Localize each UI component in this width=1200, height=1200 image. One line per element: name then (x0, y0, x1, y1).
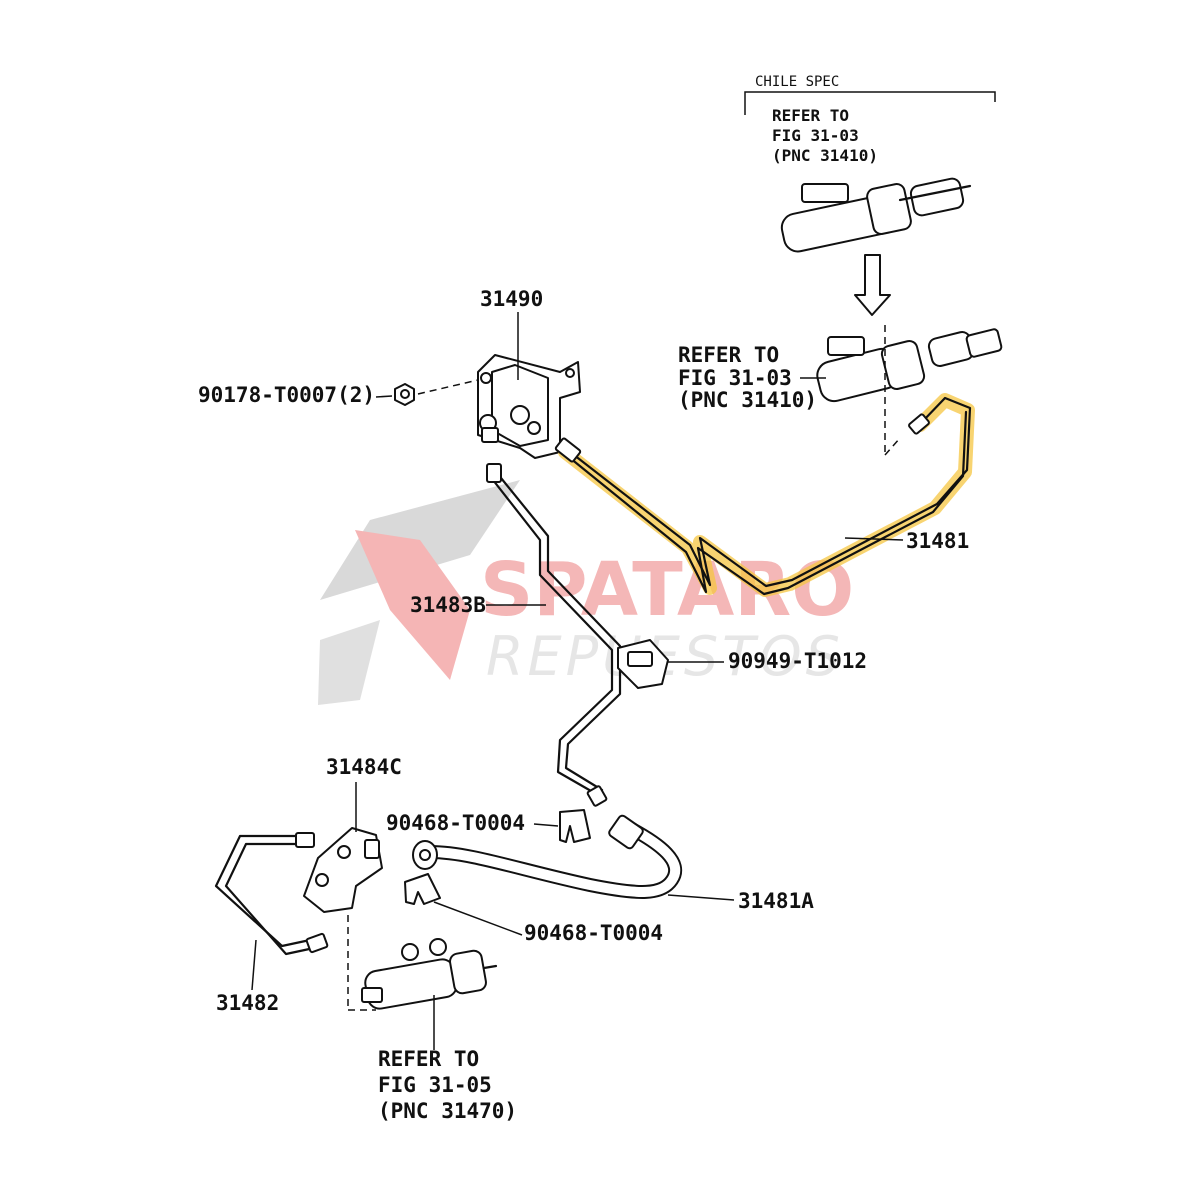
master-ref-line-3: (PNC 31410) (678, 388, 817, 412)
release-cylinder (361, 938, 498, 1050)
chile-spec-section: CHILE SPEC REFER TO FIG 31-03 (PNC 31410… (744, 74, 996, 316)
watermark-brand: SPATARO (480, 547, 854, 633)
flexible-hose-31481A (412, 814, 683, 899)
clutch-tube-31482 (214, 832, 329, 956)
label-31484C: 31484C (326, 755, 402, 779)
release-ref-line-1: REFER TO (378, 1047, 479, 1071)
bracket-31484C (303, 782, 383, 1011)
release-ref-line-3: (PNC 31470) (378, 1099, 517, 1123)
spec-title: CHILE SPEC (755, 74, 839, 90)
clip-90468-upper (559, 809, 591, 843)
spec-ref-line-3: (PNC 31410) (772, 146, 878, 165)
label-31481A: 31481A (738, 889, 814, 913)
spec-ref-line-2: FIG 31-03 (772, 126, 859, 145)
master-cylinder (816, 325, 1003, 456)
watermark-logo-red (355, 530, 470, 680)
label-90468-lower: 90468-T0004 (524, 921, 663, 945)
master-ref-line-1: REFER TO (678, 343, 779, 367)
clip-90468-lower (404, 873, 441, 905)
watermark-logo-gray-lower (318, 620, 380, 705)
label-90468-upper: 90468-T0004 (386, 811, 525, 835)
union-bracket-31490 (477, 312, 581, 459)
label-90949: 90949-T1012 (728, 649, 867, 673)
clip-90949 (617, 639, 669, 689)
nut-90178 (394, 379, 479, 406)
release-ref-line-2: FIG 31-05 (378, 1073, 492, 1097)
clutch-tube-31481-highlighted (554, 393, 975, 597)
chile-spec-master-cylinder (780, 177, 972, 253)
label-90178: 90178-T0007(2) (198, 383, 375, 407)
label-31483B: 31483B (410, 593, 486, 617)
watermark: SPATARO REPUESTOS (318, 480, 854, 705)
master-ref-line-2: FIG 31-03 (678, 366, 792, 390)
label-31481: 31481 (906, 529, 969, 553)
spec-bracket-line (744, 91, 996, 115)
label-31490: 31490 (480, 287, 543, 311)
clutch-tube-31483B (486, 463, 622, 807)
label-31482: 31482 (216, 991, 279, 1015)
down-arrow (854, 254, 891, 316)
spec-ref-line-1: REFER TO (772, 106, 849, 125)
